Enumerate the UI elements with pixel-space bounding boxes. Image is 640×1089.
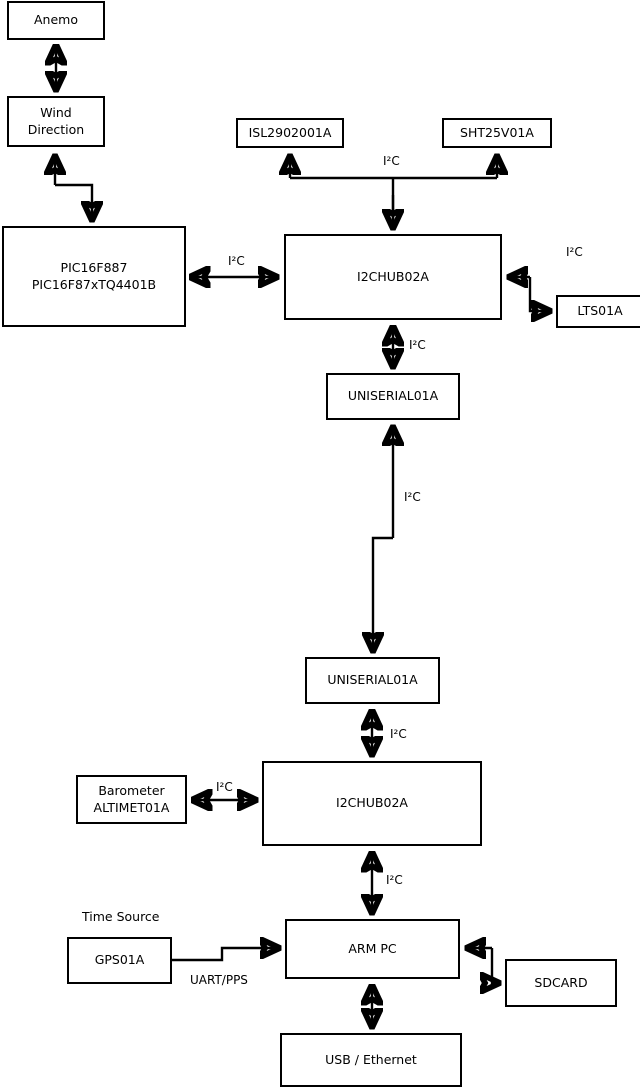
edge-label-i2c-uniserial-link: I²C bbox=[404, 490, 421, 504]
edge-label-i2c-barometer-hub2: I²C bbox=[216, 780, 233, 794]
edge-label-i2c-pic-hub: I²C bbox=[228, 254, 245, 268]
wire-arm-sd-out bbox=[492, 948, 498, 983]
node-anemo[interactable]: Anemo bbox=[7, 1, 105, 40]
node-isl2902001a[interactable]: ISL2902001A bbox=[236, 118, 344, 148]
node-sht25v01a[interactable]: SHT25V01A bbox=[442, 118, 552, 148]
node-lts01a[interactable]: LTS01A bbox=[556, 295, 640, 328]
node-anemo-label: Anemo bbox=[34, 12, 78, 28]
edge-label-i2c-hub2-armpc: I²C bbox=[386, 873, 403, 887]
node-lts01a-label: LTS01A bbox=[577, 303, 623, 319]
node-sdcard[interactable]: SDCARD bbox=[505, 959, 617, 1007]
node-sdcard-label: SDCARD bbox=[534, 974, 588, 990]
edge-label-i2c-hub-uniserial: I²C bbox=[409, 338, 426, 352]
node-i2chub02a-top[interactable]: I2CHUB02A bbox=[284, 234, 502, 320]
wire-wind-pic bbox=[55, 183, 92, 219]
label-time-source: Time Source bbox=[82, 909, 160, 924]
node-wind-direction-label: Wind Direction bbox=[27, 104, 85, 137]
node-uniserial01a-top-label: UNISERIAL01A bbox=[347, 388, 439, 404]
node-i2chub02a-bottom[interactable]: I2CHUB02A bbox=[262, 761, 482, 846]
node-i2chub02a-bottom-label: I2CHUB02A bbox=[336, 795, 408, 811]
edge-label-uart-pps: UART/PPS bbox=[190, 973, 248, 987]
node-gps01a-label: GPS01A bbox=[94, 952, 145, 968]
node-arm-pc[interactable]: ARM PC bbox=[285, 919, 460, 979]
wire-gps-arm bbox=[172, 948, 278, 962]
node-i2chub02a-top-label: I2CHUB02A bbox=[357, 268, 429, 284]
wire-hub-lts-out bbox=[528, 277, 549, 311]
node-arm-pc-label: ARM PC bbox=[348, 940, 397, 956]
node-sht25v01a-label: SHT25V01A bbox=[460, 124, 534, 140]
wire-uni-long-down bbox=[373, 536, 393, 650]
edge-label-i2c-uniserial-hub2: I²C bbox=[390, 727, 407, 741]
node-isl2902001a-label: ISL2902001A bbox=[248, 124, 332, 140]
node-uniserial01a-bottom-label: UNISERIAL01A bbox=[327, 672, 418, 688]
node-barometer-altimet01a-label: Barometer ALTIMET01A bbox=[93, 782, 170, 815]
node-gps01a[interactable]: GPS01A bbox=[67, 937, 172, 984]
node-usb-ethernet-label: USB / Ethernet bbox=[325, 1051, 417, 1067]
node-barometer-altimet01a[interactable]: Barometer ALTIMET01A bbox=[76, 775, 187, 824]
node-pic-microcontroller[interactable]: PIC16F887 PIC16F87xTQ4401B bbox=[2, 226, 186, 327]
node-usb-ethernet[interactable]: USB / Ethernet bbox=[280, 1033, 462, 1087]
node-uniserial01a-bottom[interactable]: UNISERIAL01A bbox=[305, 657, 440, 704]
edge-label-i2c-hub-lts: I²C bbox=[566, 245, 583, 259]
node-wind-direction[interactable]: Wind Direction bbox=[7, 96, 105, 147]
edge-label-i2c-hub-sensors: I²C bbox=[383, 154, 400, 168]
node-uniserial01a-top[interactable]: UNISERIAL01A bbox=[326, 373, 460, 420]
node-pic-microcontroller-label: PIC16F887 PIC16F87xTQ4401B bbox=[31, 259, 157, 292]
